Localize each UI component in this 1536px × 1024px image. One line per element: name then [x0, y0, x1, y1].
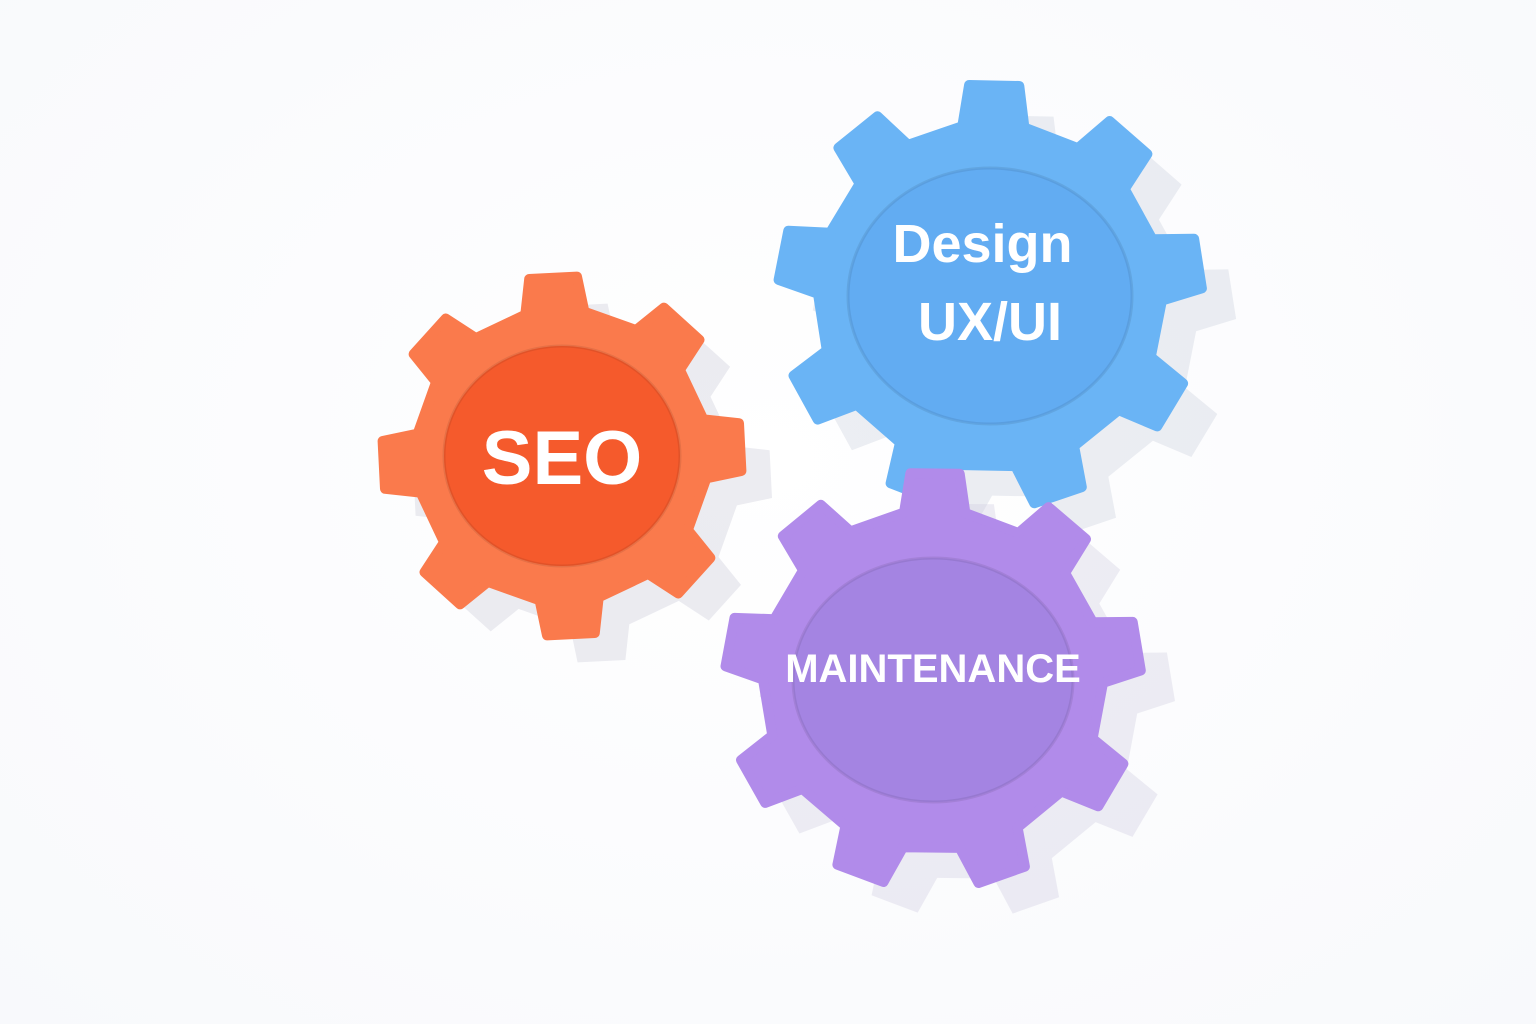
gear-design-face [846, 166, 1134, 426]
gear-seo-label-line: SEO [482, 416, 643, 501]
gear-seo-face [442, 344, 682, 568]
gear-maintenance-face [791, 556, 1075, 804]
gear-seo-label: SEO [482, 416, 643, 501]
gear-design-label-line-1: Design [892, 214, 1072, 274]
gear-maintenance-label: MAINTENANCE [785, 647, 1081, 691]
gear-maintenance: MAINTENANCE [720, 468, 1175, 914]
gear-seo: SEO [377, 271, 772, 663]
gear-design-label: Design UX/UI [892, 214, 1087, 352]
gear-design-label-line-2: UX/UI [918, 292, 1062, 352]
gear-design: Design UX/UI [773, 80, 1237, 534]
gear-maintenance-label-line: MAINTENANCE [785, 647, 1081, 691]
